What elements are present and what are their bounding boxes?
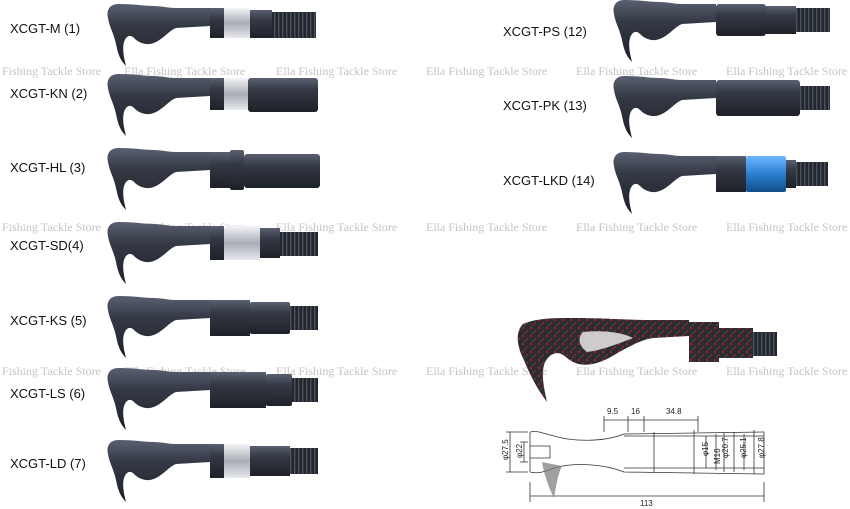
reel-seat-handle bbox=[106, 222, 326, 294]
watermark-text: Fishing Tackle Store bbox=[2, 220, 101, 234]
reel-seat-handle bbox=[612, 152, 834, 222]
model-label: XCGT-M (1) bbox=[10, 21, 81, 36]
model-label: XCGT-HL (3) bbox=[10, 160, 86, 175]
model-label: XCGT-LD (7) bbox=[10, 456, 86, 471]
watermark-text: Ella Fishing Tackle Store bbox=[276, 364, 398, 378]
watermark-text: Ella Fishing Tackle Store bbox=[276, 64, 398, 78]
watermark-text: Ella Fishing Tackle Store bbox=[576, 64, 698, 78]
watermark-text: Ella Fishing Tackle Store bbox=[276, 220, 398, 234]
model-label: XCGT-LS (6) bbox=[10, 386, 86, 401]
reel-seat-handle bbox=[612, 0, 834, 66]
watermark-text: Ella Fishing Tackle Store bbox=[576, 364, 698, 378]
watermark-text: Ella Fishing Tackle Store bbox=[426, 364, 548, 378]
reel-seat-handle bbox=[106, 440, 326, 508]
reel-seat-handle bbox=[612, 76, 834, 146]
dim-label: φ22 bbox=[515, 443, 524, 458]
dim-label: 113 bbox=[640, 499, 653, 508]
watermark-text: Ella Fishing Tackle Store bbox=[426, 220, 548, 234]
model-label: XCGT-PK (13) bbox=[503, 98, 587, 113]
watermark-text: Ella Fishing Tackle Store bbox=[426, 64, 548, 78]
reel-seat-handle bbox=[106, 148, 326, 220]
watermark-text: Fishing Tackle Store bbox=[2, 364, 101, 378]
dim-label: 9.5 bbox=[607, 407, 619, 416]
reel-seat-handle bbox=[106, 74, 326, 146]
watermark-text: Ella Fishing Tackle Store bbox=[124, 64, 246, 78]
model-label: XCGT-PS (12) bbox=[503, 24, 587, 39]
dim-label: φ20.7 bbox=[721, 437, 730, 458]
reel-seat-handle bbox=[106, 4, 326, 74]
speckled-handle-photo bbox=[513, 318, 783, 408]
dim-label: φ25.1 bbox=[739, 437, 748, 458]
model-label: XCGT-KS (5) bbox=[10, 313, 87, 328]
dim-label: φ27.8 bbox=[757, 437, 766, 458]
dim-label: M16 bbox=[713, 448, 722, 464]
watermark-text: Ella Fishing Tackle Store bbox=[576, 220, 698, 234]
model-label: XCGT-KN (2) bbox=[10, 86, 88, 101]
dim-label: 34.8 bbox=[666, 407, 682, 416]
dim-label: φ15 bbox=[701, 441, 710, 456]
reel-seat-handle bbox=[106, 296, 326, 368]
watermark-text: Ella Fishing Tackle Store bbox=[726, 364, 848, 378]
model-label: XCGT-LKD (14) bbox=[503, 173, 595, 188]
watermark-text: Fishing Tackle Store bbox=[2, 64, 101, 78]
model-label: XCGT-SD(4) bbox=[10, 238, 84, 253]
watermark-text: Ella Fishing Tackle Store bbox=[726, 64, 848, 78]
watermark-text: Ella Fishing Tackle Store bbox=[726, 220, 848, 234]
dim-label: 16 bbox=[631, 407, 640, 416]
reel-seat-handle bbox=[106, 368, 326, 440]
dim-label: φ27.5 bbox=[501, 439, 510, 460]
dimension-drawing: 9.5 16 34.8 φ27.5 φ22 φ15 φ20.7 φ25.1 φ2… bbox=[494, 402, 794, 508]
